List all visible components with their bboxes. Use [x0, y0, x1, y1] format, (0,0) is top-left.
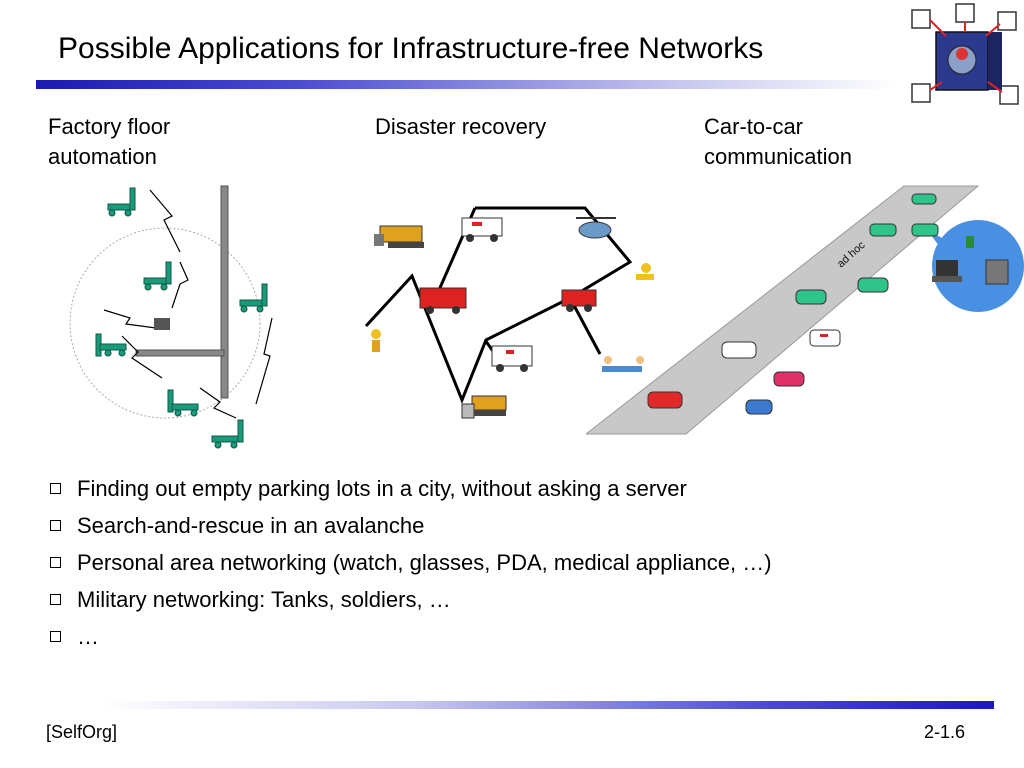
bullet-box-icon: [50, 594, 61, 605]
bullet-box-icon: [50, 557, 61, 568]
bullet-item: Personal area networking (watch, glasses…: [48, 544, 772, 581]
road: [586, 185, 980, 435]
bulldozer-icon: [461, 395, 507, 419]
car-to-car-illustration: ad hoc: [586, 185, 1024, 435]
stretcher-team-icon: [602, 356, 644, 372]
bullet-item: Search-and-rescue in an avalanche: [48, 507, 772, 544]
fire-truck-icon: [419, 287, 467, 314]
label-car-to-car: Car-to-car communication: [704, 114, 852, 169]
bullet-box-icon: [50, 631, 61, 642]
coverage-circle: [69, 227, 261, 419]
robot-icon: [107, 187, 136, 217]
car-icon: [647, 391, 683, 409]
bullet-item: …: [48, 618, 772, 655]
ambulance-car-icon: [809, 329, 841, 347]
car-icon: [773, 371, 805, 387]
fire-engine-icon: [561, 289, 597, 312]
robot-icon: [239, 283, 268, 313]
ambulance-icon: [491, 345, 533, 372]
slide-number: 2-1.6: [924, 722, 966, 742]
car-icon: [857, 277, 889, 293]
label-disaster-recovery: Disaster recovery: [375, 114, 547, 139]
access-point-icon: [154, 318, 170, 330]
wall: [220, 185, 229, 399]
robot-icon: [167, 389, 199, 417]
slide-title: Possible Applications for Infrastructure…: [58, 32, 764, 65]
wireless-bubble: [932, 220, 1024, 312]
factory-floor-illustration: [69, 185, 273, 449]
sensor-icon: [966, 236, 974, 248]
bullet-list: Finding out empty parking lots in a city…: [48, 470, 772, 655]
bulldozer-icon: [374, 225, 424, 248]
bullet-item: Finding out empty parking lots in a city…: [48, 470, 772, 507]
bullet-box-icon: [50, 520, 61, 531]
bullet-item: Military networking: Tanks, soldiers, …: [48, 581, 772, 618]
car-icon: [911, 223, 939, 237]
bullet-box-icon: [50, 483, 61, 494]
ambulance-icon: [461, 217, 503, 242]
robot-icon: [143, 261, 172, 291]
laptop-icon: [932, 260, 962, 282]
helicopter-icon: [576, 217, 616, 239]
network-logo-icon: [911, 3, 1019, 105]
car-icon: [795, 289, 827, 305]
robot-icon: [95, 333, 127, 357]
pda-icon: [985, 259, 1009, 285]
title-underline-bar: [36, 80, 896, 89]
car-icon: [869, 223, 897, 237]
footer-source: [SelfOrg]: [46, 722, 118, 742]
police-car-icon: [721, 341, 757, 359]
label-factory-floor: Factory floor automation: [48, 114, 171, 169]
footer-bar: [100, 701, 994, 709]
lightning-links: [103, 189, 273, 419]
worker-icon: [371, 329, 381, 352]
robot-icon: [211, 419, 244, 449]
car-icon: [745, 399, 773, 415]
rescuer-icon: [636, 263, 654, 280]
disaster-recovery-illustration: [364, 206, 654, 419]
wall: [135, 349, 225, 357]
car-icon: [911, 193, 937, 205]
